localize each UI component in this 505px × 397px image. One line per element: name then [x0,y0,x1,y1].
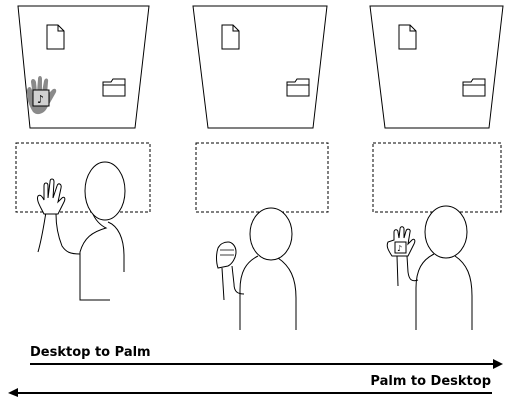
panel-1: ♪ [16,6,150,300]
person-1 [37,162,125,300]
desktop-to-palm-label: Desktop to Palm [30,345,151,360]
interaction-zone-1 [16,143,150,212]
svg-text:♪: ♪ [397,244,402,253]
open-hand-1 [37,179,64,214]
document-icon [222,25,239,49]
person-3: ♪ [387,206,472,330]
screen-2 [193,6,327,128]
forward-arrow [30,359,503,369]
folder-icon [103,79,125,96]
person-2 [217,208,297,330]
panel-3: ♪ [370,6,503,330]
document-icon [399,25,416,49]
folder-icon [287,79,309,96]
panel-2 [193,6,328,330]
palm-to-desktop-label: Palm to Desktop [370,374,491,389]
screen-3 [370,6,503,128]
svg-text:♪: ♪ [37,93,44,106]
folder-icon [463,79,485,96]
interaction-zone-2 [196,143,328,212]
interaction-zone-3 [373,143,501,212]
backward-arrow [8,388,492,397]
document-icon [47,25,64,49]
